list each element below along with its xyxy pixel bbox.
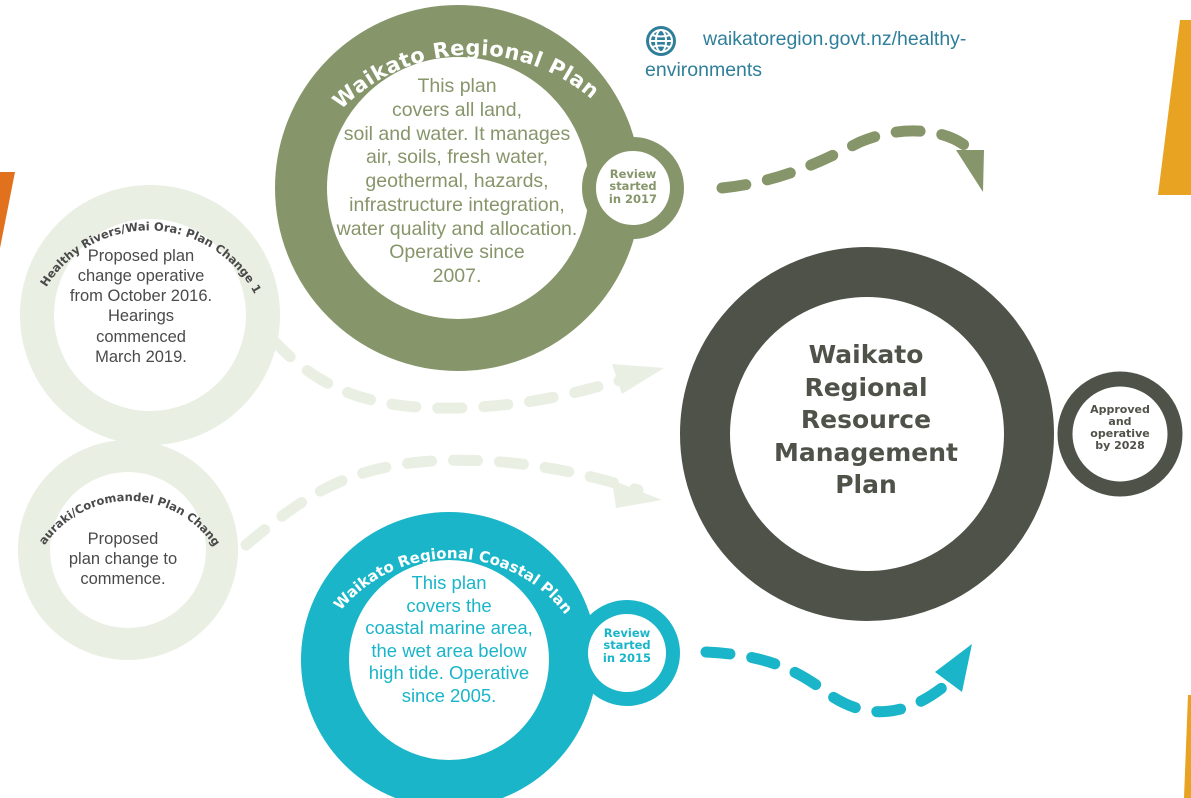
regional-plan-review-badge: Review started in 2017 [608,167,658,206]
regional-plan-arrowhead [956,150,984,192]
coastal-plan-ring [301,512,597,798]
website-link-text[interactable]: waikatoregion.govt.nz/healthy-environmen… [645,28,967,82]
regional-plan-description: This plan covers all land, soil and wate… [336,75,578,288]
regional-plan-arrow [716,125,974,194]
coastal-plan-badge-ring [574,600,680,706]
yellow-edge-accent-bottom [1184,695,1191,798]
rrmp-badge-ring [1057,371,1183,497]
hauraki-arrow [240,454,644,551]
regional-plan-badge-ring [582,137,684,239]
coastal-plan-review-badge: Review started in 2015 [602,626,652,665]
orange-edge-accent [0,172,15,248]
hauraki-description: Proposed plan change to commence. [68,530,178,589]
healthy-rivers-arrow [267,334,642,414]
coastal-plan-arrow [700,646,954,718]
yellow-edge-accent-top [1158,20,1191,195]
healthy-rivers-description: Proposed plan change operative from Octo… [69,247,213,366]
coastal-plan-description: This plan covers the coastal marine area… [365,572,533,706]
healthy-rivers-ring [20,185,280,445]
healthy-rivers-arrowhead [612,364,664,394]
rrmp-ring [680,247,1054,621]
globe-icon [646,26,676,56]
website-link[interactable]: waikatoregion.govt.nz/healthy-environmen… [645,24,1055,86]
hauraki-ring [18,440,238,660]
coastal-plan-arrowhead [935,644,972,692]
hauraki-arrowhead [612,480,662,508]
rrmp-title: Waikato Regional Resource Management Pla… [773,340,959,499]
rrmp-operative-badge: Approved and operative by 2028 [1090,403,1150,452]
